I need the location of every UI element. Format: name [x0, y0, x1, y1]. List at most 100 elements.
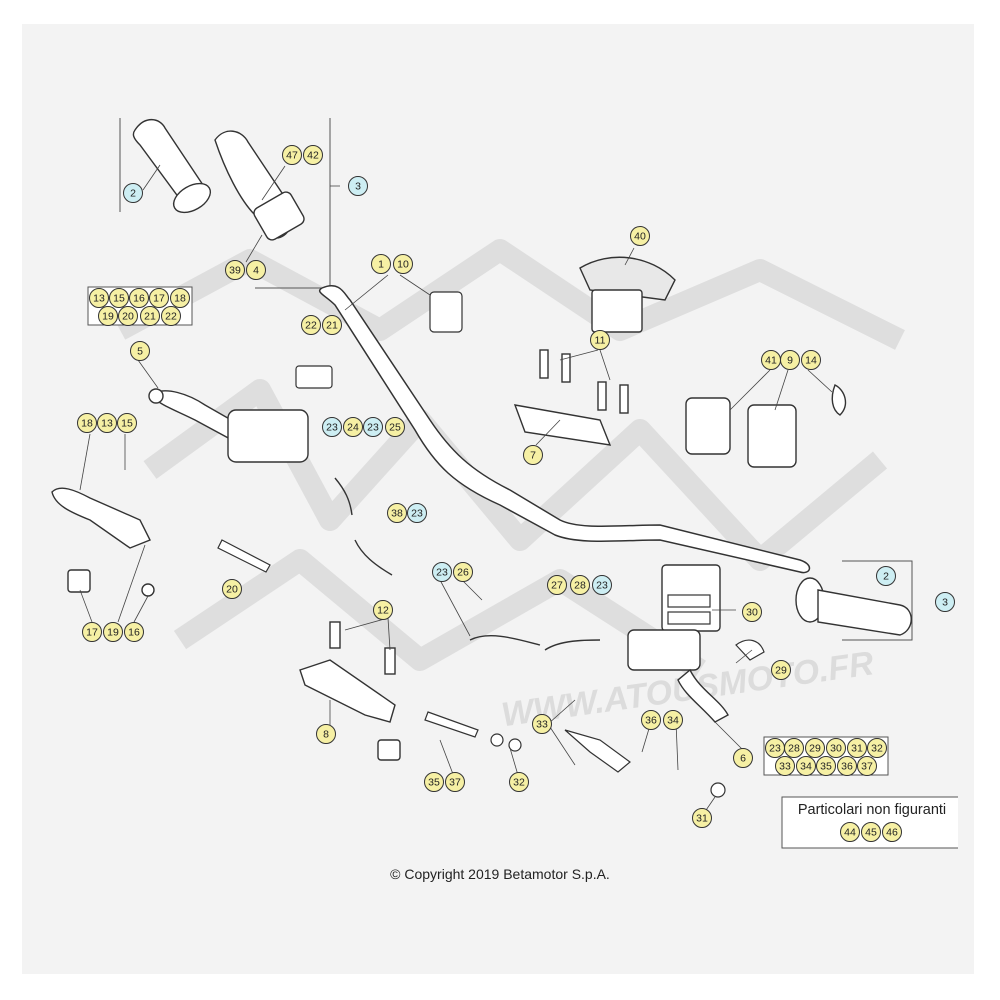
callout-number: 3: [355, 181, 361, 193]
callout-circle: [692, 808, 712, 828]
callout-22: 22: [301, 315, 321, 335]
callout-18: 18: [77, 413, 97, 433]
callout-number: 14: [805, 355, 817, 367]
callout-number: 13: [93, 293, 105, 305]
callout-17: 17: [82, 622, 102, 642]
callout-number: 6: [740, 753, 746, 765]
callout-15: 15: [117, 413, 137, 433]
callout-24: 24: [343, 417, 363, 437]
callout-circle: [97, 413, 117, 433]
callout-number: 2: [130, 188, 136, 200]
handlebar: [318, 285, 811, 574]
callout-circle: [225, 260, 245, 280]
callout-circle: [935, 592, 955, 612]
callout-23: 23: [432, 562, 452, 582]
callout-number: 33: [779, 761, 791, 773]
callout-10: 10: [393, 254, 413, 274]
callout-number: 23: [436, 567, 448, 579]
callout-23: 23: [363, 417, 383, 437]
callout-4: 4: [246, 260, 266, 280]
callout-circle: [373, 600, 393, 620]
grip-left: [132, 118, 212, 214]
callout-23: 23: [592, 575, 612, 595]
callout-28: 28: [570, 575, 590, 595]
callout-circle: [590, 330, 610, 350]
callout-circle: [663, 710, 683, 730]
callout-number: 23: [596, 580, 608, 592]
callout-number: 35: [820, 761, 832, 773]
callout-number: 36: [841, 761, 853, 773]
callout-number: 16: [128, 627, 140, 639]
callout-33: 33: [775, 756, 795, 776]
cables: [334, 477, 601, 651]
callout-7: 7: [523, 445, 543, 465]
callout-number: 21: [326, 320, 338, 332]
note-callout-45: 45: [861, 822, 881, 842]
callout-5: 5: [130, 341, 150, 361]
callout-39: 39: [225, 260, 245, 280]
callout-23: 23: [322, 417, 342, 437]
callout-21: 21: [140, 306, 160, 326]
callout-circle: [149, 288, 169, 308]
callout-28: 28: [784, 738, 804, 758]
switch-assembly: [685, 384, 847, 468]
callout-number: 27: [551, 580, 563, 592]
top-clamp: [513, 349, 629, 446]
callout-16: 16: [124, 622, 144, 642]
callout-circle: [301, 315, 321, 335]
callout-circle: [847, 738, 867, 758]
callout-number: 28: [788, 743, 800, 755]
callout-number: 42: [307, 150, 319, 162]
callout-circle: [857, 756, 877, 776]
callout-47: 47: [282, 145, 302, 165]
callout-circle: [630, 226, 650, 246]
callout-27: 27: [547, 575, 567, 595]
callout-number: 34: [667, 715, 679, 727]
note-title: Particolari non figuranti: [797, 802, 947, 818]
callout-number: 31: [851, 743, 863, 755]
callout-circle: [641, 710, 661, 730]
callout-31: 31: [692, 808, 712, 828]
callout-circle: [816, 756, 836, 776]
callout-26: 26: [453, 562, 473, 582]
callout-circle: [801, 350, 821, 370]
callout-number: 38: [391, 508, 403, 520]
callout-number: 47: [286, 150, 298, 162]
callout-number: 40: [634, 231, 646, 243]
callout-circle: [117, 413, 137, 433]
callout-number: 23: [326, 422, 338, 434]
note-callout-44: 44: [840, 822, 860, 842]
callout-circle: [316, 724, 336, 744]
callout-circle: [733, 748, 753, 768]
callout-circle: [103, 622, 123, 642]
callout-number: 28: [574, 580, 586, 592]
callout-circle: [82, 622, 102, 642]
callout-number: 10: [397, 259, 409, 271]
dashboard: [579, 256, 676, 333]
callout-circle: [343, 417, 363, 437]
callout-9: 9: [780, 350, 800, 370]
callout-number: 12: [377, 605, 389, 617]
callout-circle: [393, 254, 413, 274]
callout-number: 36: [645, 715, 657, 727]
callout-35: 35: [424, 772, 444, 792]
callout-circle: [371, 254, 391, 274]
callout-41: 41: [761, 350, 781, 370]
callout-number: 26: [457, 567, 469, 579]
callout-number: 9: [787, 355, 793, 367]
callout-number: 23: [367, 422, 379, 434]
callout-number: 21: [144, 311, 156, 323]
callout-34: 34: [663, 710, 683, 730]
callout-23: 23: [765, 738, 785, 758]
copyright-text: © Copyright 2019 Betamotor S.p.A.: [390, 866, 610, 882]
callout-15: 15: [109, 288, 129, 308]
callout-17: 17: [149, 288, 169, 308]
lower-clamp: [299, 621, 401, 761]
callout-circle: [523, 445, 543, 465]
callout-number: 5: [137, 346, 143, 358]
callout-19: 19: [98, 306, 118, 326]
callout-circle: [109, 288, 129, 308]
callout-circle: [348, 176, 368, 196]
